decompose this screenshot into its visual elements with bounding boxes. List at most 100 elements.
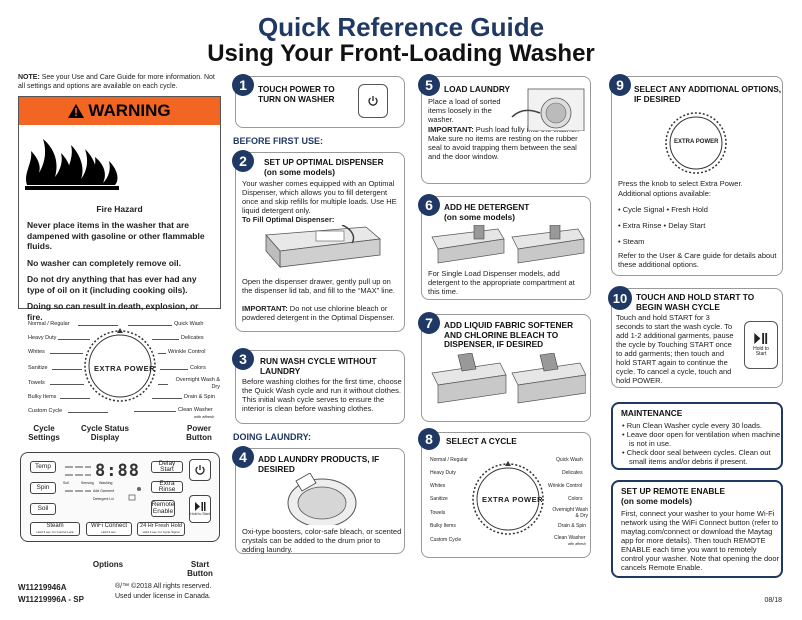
lcd-label-washing: Washing [99,481,113,485]
page-title: Quick Reference Guide [257,12,545,42]
steam-button[interactable]: Steam Hold 3 sec. for Control Lock [30,522,80,536]
step-9-text-3: Refer to the User & Care guide for detai… [618,251,777,269]
temp-button[interactable]: Temp [30,461,56,473]
wifi-label: WiFi Connect [90,522,127,529]
license: Used under license in Canada. [115,593,211,600]
label-cycle-settings: Cycle Settings [28,424,60,442]
dial-left-7: Custom Cycle [430,537,462,543]
model-number-2: W11219996A - SP [18,595,84,604]
step-9-options-1: • Cycle Signal • Fresh Hold [618,205,708,214]
start-button[interactable]: Hold to Start [189,495,211,523]
maintenance-item: • Leave door open for ventilation when m… [622,430,781,448]
dial-tick [50,353,83,354]
cycle-knob-icon [472,461,544,535]
dial-left-1: Normal / Regular [28,321,70,327]
step-5-important: IMPORTANT: Push load fully into the wash… [428,125,588,161]
label-power-button: Power Button [186,424,212,442]
label-options: Options [92,560,124,569]
label-start-button: Start Button [187,560,213,578]
step-6-subheading: (on some models) [444,212,515,222]
knob-label: EXTRA POWER [674,139,719,145]
doing-laundry-heading: DOING LAUNDRY: [233,432,311,442]
dial-left-1: Normal / Regular [430,457,468,463]
step-2-number: 2 [232,150,254,172]
dial-left-3: Whites [28,349,45,355]
dial-right-6: Drain & Spin [558,523,587,529]
extra-rinse-button[interactable]: Extra Rinse [151,480,183,493]
step-10: TOUCH AND HOLD START TO BEGIN WASH CYCLE… [611,288,783,388]
step-3: RUN WASH CYCLE WITHOUT LAUNDRY Before wa… [235,350,405,424]
dial-right-3: Wrinkle Control [548,483,583,489]
step-2-heading: SET UP OPTIMAL DISPENSER [264,157,384,167]
dial-right-1: Quick Wash [556,457,583,463]
remote-enable-button[interactable]: Remote Enable [151,500,175,517]
step-9-text-1: Press the knob to select Extra Power. [618,179,743,188]
wifi-connect-button[interactable]: WiFi Connect Hold 3 sec. [86,522,132,536]
extra-power-knob-icon [665,112,727,174]
fresh-hold-button[interactable]: 24 Hr Fresh Hold Hold 3 sec. for Cycle S… [137,522,185,536]
dial-right-7: Clean Washer [554,535,586,541]
dispenser-drawer-illustration [265,225,381,269]
print-date: 08/18 [764,597,782,604]
step-2-subheading: (on some models) [264,167,335,177]
remote-heading: SET UP REMOTE ENABLE [621,486,726,496]
dial-left-7: Custom Cycle [28,408,63,414]
step-2-text-2: Open the dispenser drawer, gently pull u… [242,277,395,295]
step-6: ADD HE DETERGENT (on some models) For Si… [421,196,591,300]
power-icon [195,465,205,475]
step-2-fill-label: To Fill Optimal Dispenser: [242,215,335,224]
dial-left-2: Heavy Duty [430,470,456,476]
play-pause-icon [194,502,205,511]
dial-tick [50,384,84,385]
delay-start-button[interactable]: Delay Start [151,460,183,473]
soil-button[interactable]: Soil [30,503,56,515]
dial-left-2: Heavy Duty [28,335,57,341]
power-button[interactable] [189,459,211,481]
dial-tick [158,384,168,385]
fresh-hold-sublabel: Hold 3 sec. for Cycle Signal [142,530,180,534]
dial-right-4: Colors [568,496,583,502]
step-1-number: 1 [232,74,254,96]
load-laundry-illustration [511,88,585,131]
lcd-label-detergent: Detergent Lvl [93,497,114,501]
warning-triangle-icon [68,104,85,118]
maintenance-item-text: Leave door open for ventilation when mac… [626,430,781,448]
step-10-heading: TOUCH AND HOLD START TO BEGIN WASH CYCLE [636,292,755,312]
dial-right-6: Drain & Spin [184,394,215,400]
warning-text-4: Doing so can result in death, explosion,… [27,301,199,322]
step-4-number: 4 [232,446,254,468]
step-3-number: 3 [232,348,254,370]
step-5-text: Place a load of sorted items loosely in … [428,97,501,124]
step-1-heading: TOUCH POWER TO TURN ON WASHER [258,84,335,104]
maintenance-item: • Check door seal between cycles. Clean … [622,448,771,466]
remote-subheading: (on some models) [621,496,692,506]
step-2-important-text: Do not use chlorine bleach or powdered d… [242,304,395,322]
step-1: TOUCH POWER TO TURN ON WASHER [235,76,405,128]
step-7: ADD LIQUID FABRIC SOFTENER AND CHLORINE … [421,314,591,422]
spin-button[interactable]: Spin [30,482,56,494]
dial-left-6: Bulky Items [28,394,57,400]
dial-left-5: Towels [430,510,446,516]
step-6-heading: ADD HE DETERGENT [444,202,530,212]
steam-label: Steam [46,522,64,529]
copyright: ®/™ ©2018 All rights reserved. [115,583,212,590]
dial-tick [68,412,108,413]
warning-text-1: Never place items in the washer that are… [27,220,205,251]
dial-right-2: Delicates [181,335,204,341]
start-button-label: Hold to Start [190,512,210,516]
hold-to-start-label: Hold to Start [753,345,769,357]
step-8: SELECT A CYCLE EXTRA POWER Normal / Regu… [421,432,591,558]
step-5-heading: LOAD LAUNDRY [444,84,511,94]
power-button-illustration [358,84,388,118]
dial-tick [158,353,166,354]
warning-heading: WARNING [88,101,171,120]
dial-tick [128,325,172,326]
dial-left-6: Bulky Items [430,523,456,529]
step-9: SELECT ANY ADDITIONAL OPTIONS, IF DESIRE… [611,76,783,276]
lcd-label-add-garment: Add Garment [93,489,114,493]
dial-right-5: Overnight Wash & Dry [552,507,588,519]
step-10-number: 10 [608,286,632,310]
maintenance-item-text: Run Clean Washer cycle every 30 loads. [626,421,762,430]
step-9-options-3: • Steam [618,237,645,246]
cycle-knob-icon [84,328,156,402]
